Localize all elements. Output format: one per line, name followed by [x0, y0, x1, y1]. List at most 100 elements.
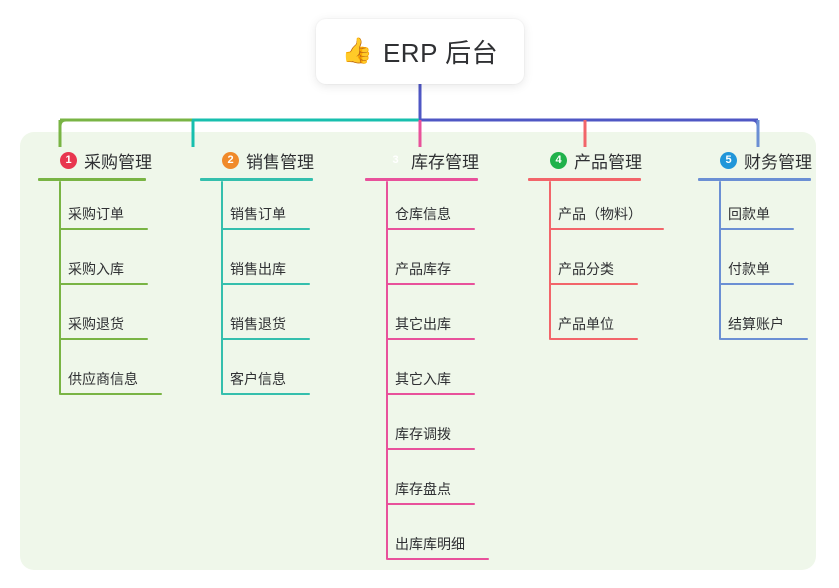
leaf-item-label: 销售订单	[230, 206, 286, 222]
leaf-item[interactable]: 库存调拨	[365, 401, 479, 456]
leaf-item-label: 付款单	[728, 261, 770, 277]
leaf-item-label: 采购订单	[68, 206, 124, 222]
leaf-item-rule	[222, 393, 310, 395]
leaf-item-rule	[60, 283, 148, 285]
column-header-rule	[365, 178, 478, 181]
leaf-item-rule	[550, 283, 638, 285]
leaf-item-label: 结算账户	[728, 316, 784, 332]
leaf-item-rule	[60, 393, 162, 395]
column-header-4[interactable]: 4 产品管理	[528, 148, 642, 172]
leaf-item-label: 产品单位	[558, 316, 614, 332]
column-items: 产品（物料） 产品分类产品单位	[528, 181, 664, 346]
leaf-item[interactable]: 其它入库	[365, 346, 479, 401]
column-spine	[386, 181, 388, 560]
column-2: 2 销售管理销售订单销售出库销售退货客户信息	[200, 148, 314, 401]
leaf-item-rule	[387, 283, 475, 285]
leaf-item[interactable]: 产品分类	[528, 236, 642, 291]
leaf-item[interactable]: 供应商信息	[38, 346, 162, 401]
leaf-item[interactable]: 产品（物料）	[528, 181, 664, 236]
column-header-rule	[38, 178, 146, 181]
leaf-item-label: 销售出库	[230, 261, 286, 277]
leaf-item-label: 销售退货	[230, 316, 286, 332]
leaf-item[interactable]: 销售订单	[200, 181, 314, 236]
leaf-item-label: 其它出库	[395, 316, 451, 332]
leaf-item[interactable]: 客户信息	[200, 346, 314, 401]
leaf-item-label: 其它入库	[395, 371, 451, 387]
column-header-2[interactable]: 2 销售管理	[200, 148, 314, 172]
leaf-item-label: 供应商信息	[68, 371, 138, 387]
leaf-item-label: 产品库存	[395, 261, 451, 277]
column-title: 财务管理	[744, 152, 812, 172]
column-items: 回款单付款单结算账户	[698, 181, 812, 346]
column-title: 采购管理	[84, 152, 152, 172]
leaf-item[interactable]: 销售出库	[200, 236, 314, 291]
leaf-item[interactable]: 采购退货	[38, 291, 152, 346]
leaf-item-rule	[222, 283, 310, 285]
column-4: 4 产品管理产品（物料） 产品分类产品单位	[528, 148, 664, 346]
column-badge-icon: 2	[222, 151, 239, 169]
root-title: ERP 后台	[382, 38, 499, 68]
leaf-item-label: 库存调拨	[395, 426, 451, 442]
leaf-item-label: 采购入库	[68, 261, 124, 277]
leaf-item[interactable]: 回款单	[698, 181, 812, 236]
leaf-item-rule	[387, 228, 475, 230]
column-badge-icon: 1	[60, 151, 77, 169]
leaf-item[interactable]: 付款单	[698, 236, 812, 291]
column-badge-icon: 4	[550, 151, 567, 169]
leaf-item-label: 出库库明细	[395, 536, 465, 552]
thumbs-up-icon: 👍	[341, 37, 373, 65]
leaf-item[interactable]: 销售退货	[200, 291, 314, 346]
leaf-item-rule	[720, 283, 794, 285]
column-spine	[719, 181, 721, 340]
column-badge-icon: 3	[392, 153, 399, 166]
leaf-item-label: 回款单	[728, 206, 770, 222]
leaf-item[interactable]: 结算账户	[698, 291, 812, 346]
leaf-item-rule	[387, 393, 475, 395]
leaf-item-rule	[387, 503, 475, 505]
column-1: 1 采购管理采购订单采购入库采购退货供应商信息	[38, 148, 162, 401]
column-spine	[221, 181, 223, 395]
background-panel	[20, 132, 816, 570]
column-spine	[549, 181, 551, 340]
leaf-item-rule	[222, 338, 310, 340]
column-items: 销售订单销售出库销售退货客户信息	[200, 181, 314, 401]
column-items: 仓库信息产品库存其它出库其它入库库存调拨库存盘点出库库明细	[365, 181, 489, 566]
leaf-item[interactable]: 产品单位	[528, 291, 642, 346]
leaf-item[interactable]: 仓库信息	[365, 181, 479, 236]
column-items: 采购订单采购入库采购退货供应商信息	[38, 181, 162, 401]
column-header-rule	[698, 178, 811, 181]
leaf-item-label: 采购退货	[68, 316, 124, 332]
leaf-item-label: 产品分类	[558, 261, 614, 277]
leaf-item-rule	[550, 338, 638, 340]
column-header-1[interactable]: 1 采购管理	[38, 148, 152, 172]
column-spine	[59, 181, 61, 395]
leaf-item-rule	[387, 448, 475, 450]
leaf-item[interactable]: 其它出库	[365, 291, 479, 346]
leaf-item-rule	[222, 228, 310, 230]
column-header-rule	[200, 178, 313, 181]
leaf-item-rule	[387, 338, 475, 340]
leaf-item-rule	[387, 558, 489, 560]
leaf-item-label: 库存盘点	[395, 481, 451, 497]
column-header-5[interactable]: 5 财务管理	[698, 148, 812, 172]
column-title: 产品管理	[574, 152, 642, 172]
leaf-item[interactable]: 出库库明细	[365, 511, 489, 566]
leaf-item[interactable]: 采购订单	[38, 181, 152, 236]
leaf-item[interactable]: 库存盘点	[365, 456, 479, 511]
leaf-item-rule	[60, 228, 148, 230]
root-node[interactable]: 👍 ERP 后台	[316, 19, 524, 84]
leaf-item[interactable]: 采购入库	[38, 236, 152, 291]
column-title: 销售管理	[246, 152, 314, 172]
leaf-item-label: 客户信息	[230, 371, 286, 387]
leaf-item[interactable]: 产品库存	[365, 236, 479, 291]
leaf-item-label: 产品（物料）	[558, 206, 642, 222]
leaf-item-rule	[60, 338, 148, 340]
column-badge-icon: 5	[720, 151, 737, 169]
column-header-rule	[528, 178, 641, 181]
leaf-item-rule	[720, 338, 808, 340]
leaf-item-rule	[720, 228, 794, 230]
leaf-item-rule	[550, 228, 664, 230]
